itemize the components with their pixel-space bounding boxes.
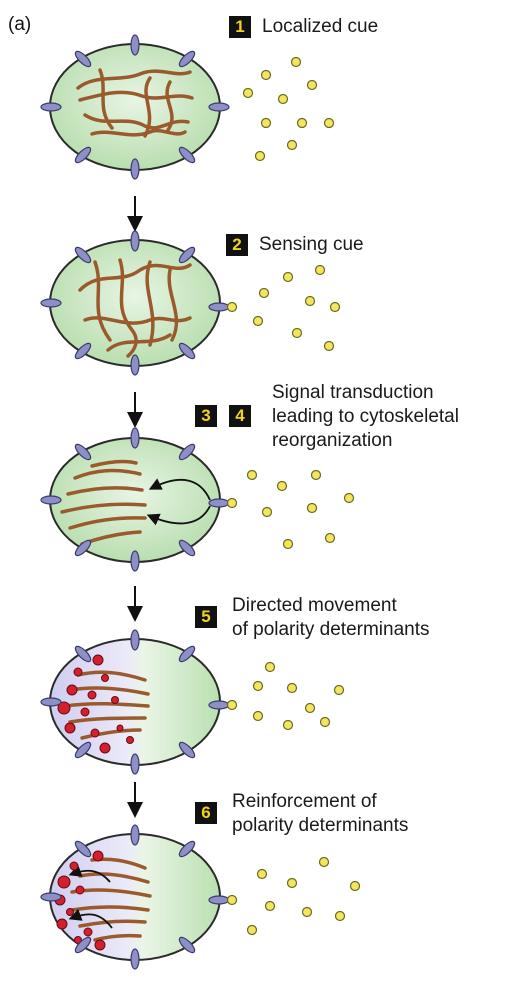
step-text-line: Directed movement	[232, 595, 397, 616]
step-badge: 6	[195, 802, 217, 824]
receptors	[40, 34, 230, 180]
step-badge: 2	[226, 234, 248, 256]
cell-membrane	[49, 638, 221, 766]
step-badge: 1	[229, 16, 251, 38]
step-text-line: Reinforcement of	[232, 791, 377, 812]
reinforcement-arrows	[68, 864, 113, 929]
step-text-line: Localized cue	[262, 16, 379, 37]
step-text-line: Signal transduction	[272, 382, 434, 403]
cue-molecules	[226, 469, 355, 550]
actin-fibers	[78, 258, 192, 358]
panel-label: (a)	[8, 14, 32, 35]
receptors	[40, 629, 230, 775]
step-text-line: reorganization	[272, 430, 393, 451]
bound-cue	[226, 301, 238, 313]
step-text-line: leading to cytoskeletal	[272, 406, 459, 427]
step-text-line: polarity determinants	[232, 815, 409, 836]
step-text-line: of polarity determinants	[232, 619, 430, 640]
cell-2	[40, 230, 341, 376]
cell-5	[40, 824, 361, 970]
receptors	[40, 230, 230, 376]
cue-molecules	[226, 661, 345, 731]
step-text-line: Sensing cue	[259, 234, 364, 255]
step-badge: 4	[229, 405, 251, 427]
cell-1	[40, 34, 335, 180]
signal-arrows	[146, 478, 211, 526]
cue-molecules	[242, 56, 335, 162]
receptors	[40, 824, 230, 970]
cell-3	[40, 427, 355, 572]
actin-fibers	[76, 68, 194, 138]
bound-cue	[226, 894, 238, 906]
actin-fibers	[64, 670, 150, 740]
step-badge: 3	[195, 405, 217, 427]
bound-cue	[226, 699, 238, 711]
cell-membrane	[49, 43, 221, 171]
bound-cue	[226, 497, 238, 509]
polarity-determinants	[57, 654, 134, 754]
receptors	[40, 427, 230, 572]
cell-membrane	[49, 437, 221, 563]
cue-molecules	[226, 856, 361, 936]
cue-molecules	[226, 264, 341, 352]
step-badge: 5	[195, 606, 217, 628]
cell-4	[40, 629, 345, 775]
